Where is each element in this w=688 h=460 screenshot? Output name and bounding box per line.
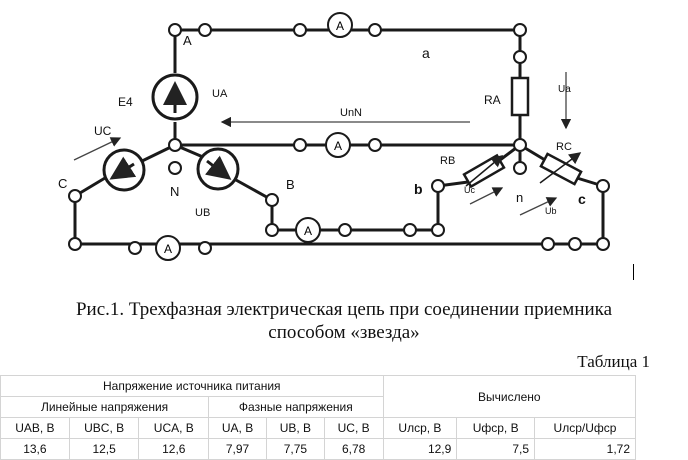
ammeter-b: A	[295, 217, 321, 243]
column-header: UB, В	[265, 417, 325, 439]
voltage-label-ub-phase: Ub	[545, 206, 557, 216]
voltage-table: Напряжение источника питания Вычислено Л…	[0, 375, 637, 460]
voltage-label-ub: UB	[195, 207, 210, 219]
column-header: UCA, В	[138, 417, 210, 439]
voltage-label-uc-phase: Uc	[464, 185, 475, 195]
table-cell: 13,6	[0, 438, 70, 460]
resistor-ra	[510, 76, 530, 117]
node-label-a-lower: a	[422, 45, 430, 61]
table-cell: 12,5	[68, 438, 140, 460]
column-header: UA, В	[208, 417, 267, 439]
resistor-label-ra: RA	[484, 93, 501, 107]
table-cell: 1,72	[534, 438, 636, 460]
table-cell: 7,97	[208, 438, 267, 460]
voltage-label-uc: UC	[94, 124, 112, 138]
source-e4	[151, 73, 199, 121]
figure-caption-line1: Рис.1. Трехфазная электрическая цепь при…	[75, 299, 613, 320]
node-label-n-lower: n	[516, 190, 523, 205]
column-header: Uфср, В	[456, 417, 535, 439]
node-label-b-lower: b	[414, 181, 423, 197]
circuit-diagram: A A A A A a E4 UA UnN RA	[58, 12, 610, 261]
table-row: 13,6 12,5 12,6 7,97 7,75 6,78 12,9 7,5 1…	[0, 438, 636, 460]
figure-caption-line2: способом «звезда»	[268, 322, 420, 343]
node-label-c: C	[58, 176, 67, 191]
source-label-e4: E4	[118, 95, 133, 109]
column-header: Uлср, В	[382, 417, 458, 439]
subheader-phase-voltages: Фазные напряжения	[208, 396, 384, 418]
source-b	[196, 147, 240, 191]
voltage-label-ua: UA	[212, 88, 228, 100]
terminals	[68, 23, 610, 255]
text-cursor	[633, 264, 634, 280]
ammeter-label: A	[304, 224, 312, 238]
group-header-source: Напряжение источника питания	[0, 375, 384, 397]
source-c	[102, 148, 146, 192]
table-cell: 12,9	[382, 438, 458, 460]
ammeter-label: A	[334, 139, 342, 153]
table-cell: 12,6	[138, 438, 210, 460]
column-header: UBC, В	[68, 417, 140, 439]
node-label-n: N	[170, 184, 179, 199]
table-cell: 7,75	[265, 438, 325, 460]
voltage-label-ua-phase: Ua	[558, 84, 571, 95]
node-label-b: B	[286, 177, 295, 192]
ammeter-top: A	[327, 12, 353, 38]
ammeter-label: A	[164, 242, 172, 256]
node-label-c-lower: c	[578, 191, 586, 207]
resistor-label-rb: RB	[440, 155, 455, 167]
column-header: UAB, В	[0, 417, 70, 439]
node-label-a: A	[183, 33, 192, 48]
ammeter-neutral: A	[325, 132, 351, 158]
table-header-row-1: Напряжение источника питания Вычислено	[0, 375, 637, 418]
table-number: Таблица 1	[577, 352, 650, 371]
resistor-label-rc: RC	[556, 141, 572, 153]
table-header-row-3: UAB, В UBC, В UCA, В UA, В UB, В UC, В U…	[0, 417, 636, 439]
voltage-label-unn: UnN	[340, 107, 362, 119]
column-header: Uлср/Uфср	[534, 417, 636, 439]
subheader-line-voltages: Линейные напряжения	[0, 396, 210, 418]
table-cell: 7,5	[456, 438, 535, 460]
column-header: UC, В	[323, 417, 384, 439]
group-header-calculated: Вычислено	[382, 375, 637, 418]
ammeter-c: A	[155, 235, 181, 261]
table-cell: 6,78	[323, 438, 384, 460]
ammeter-label: A	[336, 19, 344, 33]
resistor-rc	[539, 152, 583, 186]
